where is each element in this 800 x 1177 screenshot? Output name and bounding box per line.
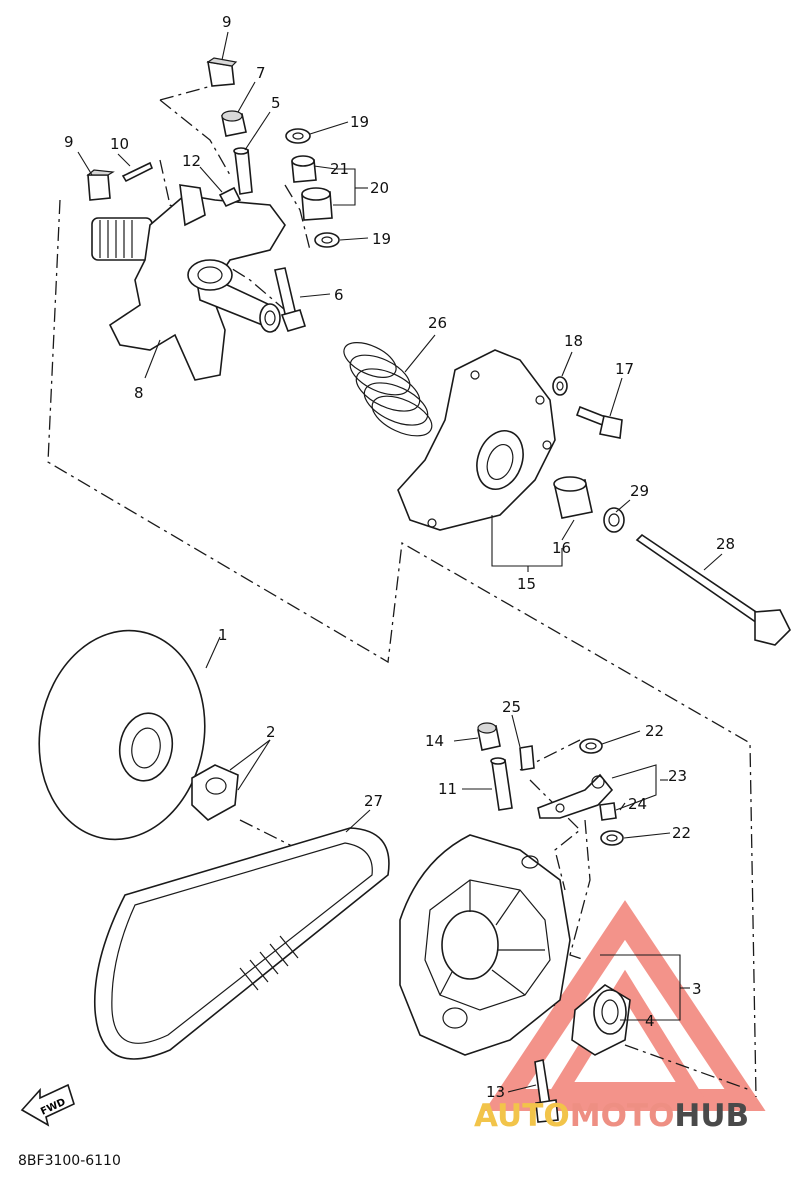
callout-14: 14 <box>425 732 444 750</box>
part-22-washer-top <box>579 738 603 754</box>
callout-27: 27 <box>364 792 383 810</box>
callout-19-bottom: 19 <box>372 230 391 248</box>
callout-22-bottom: 22 <box>672 824 691 842</box>
watermark-hub: HUB <box>674 1098 749 1134</box>
part-2-weight <box>191 764 239 821</box>
part-10-pin <box>121 161 154 183</box>
callout-28: 28 <box>716 535 735 553</box>
part-20-bushing <box>301 187 333 221</box>
callout-11: 11 <box>438 780 457 798</box>
part-9-slider-top <box>206 57 238 87</box>
callout-2: 2 <box>266 723 276 741</box>
part-18-washer <box>552 376 568 396</box>
part-14-nut <box>477 722 501 751</box>
callout-13: 13 <box>486 1083 505 1101</box>
callout-8: 8 <box>134 384 144 402</box>
part-9-slider-left <box>86 169 115 201</box>
callout-1: 1 <box>218 626 228 644</box>
watermark-text: AUTOMOTOHUB <box>474 1098 749 1134</box>
part-25-pin <box>519 745 535 771</box>
part-1-fixed-sheave <box>38 629 206 841</box>
watermark-auto: AUTO <box>474 1098 570 1134</box>
callout-9-top: 9 <box>222 13 232 31</box>
callout-7: 7 <box>256 64 266 82</box>
callout-23: 23 <box>668 767 687 785</box>
leader-lines <box>77 31 723 1093</box>
part-23-arm <box>537 773 614 819</box>
part-15-cam-cover <box>397 349 556 531</box>
fwd-arrow-icon: FWD <box>20 1083 75 1127</box>
callout-21: 21 <box>330 160 349 178</box>
part-22-washer-bottom <box>600 830 624 846</box>
part-3-4-bushing <box>571 984 631 1056</box>
callout-labels: 9 7 5 19 9 10 12 21 20 19 6 8 26 18 17 2… <box>64 13 735 1101</box>
part-code: 8BF3100-6110 <box>18 1153 121 1169</box>
part-7-nut <box>221 110 247 137</box>
svg-text:AUTOMOTOHUB: AUTOMOTOHUB <box>474 1098 749 1134</box>
callout-22-top: 22 <box>645 722 664 740</box>
part-6-bolt <box>274 267 307 332</box>
callout-17: 17 <box>615 360 634 378</box>
part-27-belt <box>93 827 390 1060</box>
callout-29: 29 <box>630 482 649 500</box>
callout-20: 20 <box>370 179 389 197</box>
part-13-bolt <box>534 1059 559 1123</box>
part-16-bushing <box>553 476 593 519</box>
part-29-washer <box>603 507 625 533</box>
callout-26: 26 <box>428 314 447 332</box>
callout-18: 18 <box>564 332 583 350</box>
callout-19-top: 19 <box>350 113 369 131</box>
part-26-spring <box>343 342 433 437</box>
callout-9-left: 9 <box>64 133 74 151</box>
part-19-washer-top <box>285 128 311 144</box>
callout-5: 5 <box>271 94 281 112</box>
primary-pulley-housing <box>399 834 571 1056</box>
part-5-pin <box>233 147 253 195</box>
part-19-washer-bottom <box>314 232 340 248</box>
part-11-pin <box>490 757 513 811</box>
part-24-collar <box>599 802 617 821</box>
watermark-moto: MOTO <box>570 1098 675 1134</box>
callout-4: 4 <box>645 1012 655 1030</box>
callout-12: 12 <box>182 152 201 170</box>
callout-15: 15 <box>517 575 536 593</box>
part-12-pin <box>218 186 242 208</box>
callout-6: 6 <box>334 286 344 304</box>
callout-24: 24 <box>628 795 647 813</box>
part-28-long-bolt <box>635 533 791 646</box>
callout-10: 10 <box>110 135 129 153</box>
part-17-bolt <box>575 405 623 439</box>
callout-25: 25 <box>502 698 521 716</box>
callout-16: 16 <box>552 539 571 557</box>
part-21-collar <box>291 155 317 183</box>
callout-3: 3 <box>692 980 702 998</box>
sheave-hub-assembly <box>91 184 286 381</box>
